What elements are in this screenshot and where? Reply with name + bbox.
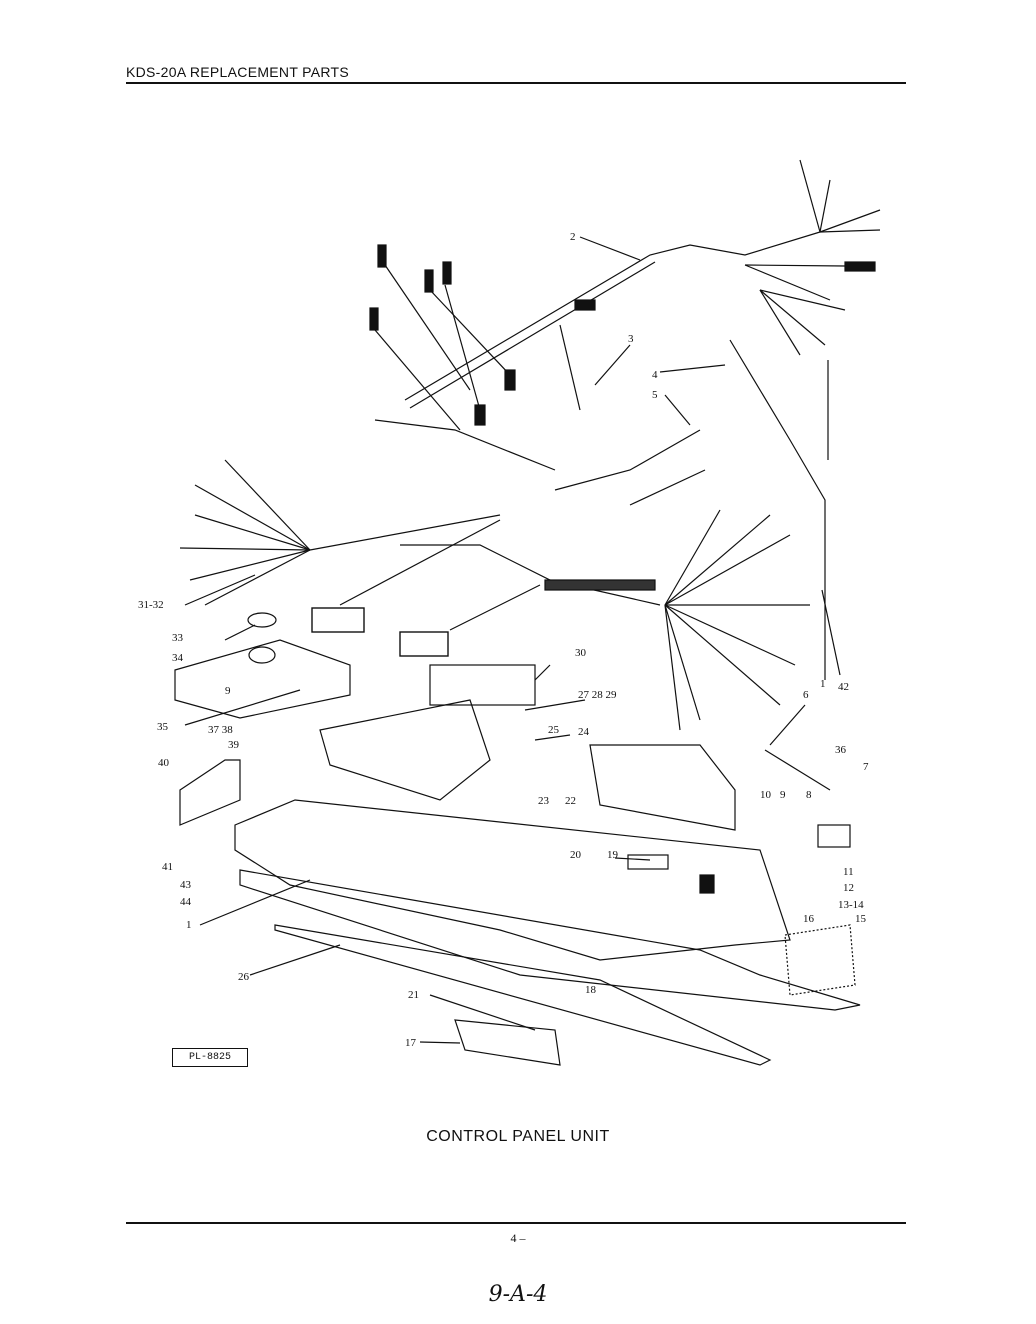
label-20: 20: [570, 849, 582, 861]
label-37-38: 37 38: [208, 724, 233, 736]
front-panel-1: [239, 869, 861, 1011]
label-34: 34: [172, 652, 184, 664]
footer-rule: [126, 1222, 906, 1224]
label-7: 7: [863, 761, 869, 773]
wire-harness-top-2: [409, 261, 656, 409]
label-40: 40: [158, 757, 170, 769]
part-number-labels: 2 3 4 5 31-32 33 34 35 30 27 28 29 37 38…: [138, 231, 869, 1049]
label-12: 12: [843, 882, 854, 894]
label-26: 26: [238, 971, 250, 983]
figure-caption: CONTROL PANEL UNIT: [426, 1128, 610, 1145]
label-15: 15: [855, 913, 867, 925]
label-2: 2: [570, 231, 576, 243]
label-27-28-29: 27 28 29: [578, 689, 617, 701]
label-31-32: 31-32: [138, 599, 164, 611]
rail-26: [274, 924, 772, 1066]
label-11: 11: [843, 866, 854, 878]
label-3: 3: [628, 333, 634, 345]
label-13-14: 13-14: [838, 899, 864, 911]
label-39: 39: [228, 739, 240, 751]
label-9-box: 9: [225, 685, 231, 697]
handwritten-note: 9-A-4: [488, 1282, 548, 1307]
label-19: 19: [607, 849, 619, 861]
label-6: 6: [803, 689, 809, 701]
wire-vertical-right: [729, 339, 826, 680]
label-41: 41: [162, 861, 173, 873]
label-1: 1: [186, 919, 192, 931]
label-8: 8: [806, 789, 812, 801]
label-44: 44: [180, 896, 192, 908]
connector-top: [574, 299, 596, 311]
label-18: 18: [585, 984, 597, 996]
label-17: 17: [405, 1037, 417, 1049]
label-9: 9: [780, 789, 786, 801]
board-30: [429, 664, 536, 706]
part-17: [454, 1019, 561, 1066]
page-number: 4 –: [510, 1231, 526, 1245]
chassis-center: [319, 699, 491, 801]
plate-id: PL-8825: [172, 1048, 248, 1067]
header-rule: [126, 82, 906, 84]
label-16: 16: [803, 913, 815, 925]
label-4: 4: [652, 369, 658, 381]
label-42: 42: [838, 681, 849, 693]
label-5: 5: [652, 389, 658, 401]
wire-harness-top: [404, 231, 821, 401]
label-1b: 1: [820, 678, 826, 690]
label-24: 24: [578, 726, 590, 738]
connector-topright: [844, 261, 876, 272]
label-36: 36: [835, 744, 847, 756]
label-30: 30: [575, 647, 587, 659]
wire-harness-middle: [309, 514, 501, 551]
label-23: 23: [538, 795, 550, 807]
grille-15: [784, 924, 856, 996]
main-panel: [234, 799, 791, 961]
box-35: [174, 639, 351, 719]
label-43: 43: [180, 879, 192, 891]
connector-middle: [399, 631, 449, 657]
label-10: 10: [760, 789, 772, 801]
label-21: 21: [408, 989, 419, 1001]
label-22: 22: [565, 795, 576, 807]
page-header-title: KDS-20A REPLACEMENT PARTS: [126, 64, 350, 80]
label-33: 33: [172, 632, 184, 644]
label-25: 25: [548, 724, 560, 736]
connector-left: [311, 607, 365, 633]
label-35: 35: [157, 721, 169, 733]
board-22: [589, 744, 736, 831]
